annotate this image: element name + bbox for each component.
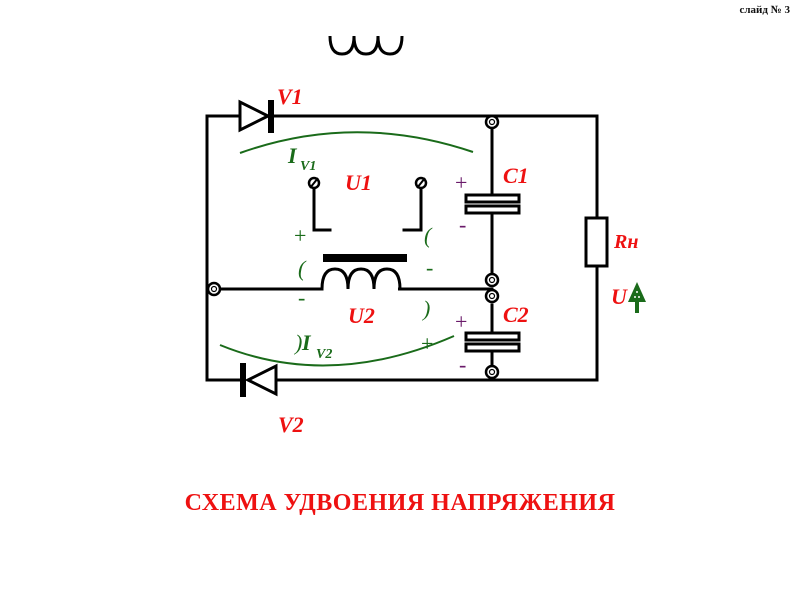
label-load: Rн [613, 231, 638, 253]
label-u1: U1 [345, 170, 372, 195]
wire-primary-right [402, 186, 423, 232]
transformer [320, 35, 404, 291]
diode-v2 [240, 363, 278, 397]
label-c1: C1 [503, 163, 529, 188]
label-u2: U2 [348, 303, 375, 328]
label-v2: V2 [278, 412, 304, 437]
terminal-icons [206, 114, 500, 380]
label-v1: V1 [277, 84, 303, 109]
c1-plus: + [455, 170, 467, 195]
slide-number: слайд № 3 [739, 4, 790, 16]
polarity-secondary-right-paren: ) [421, 296, 430, 321]
up-arrow-icon [628, 282, 646, 313]
label-current-v2: I [301, 330, 312, 355]
transformer-core [323, 254, 407, 262]
diode-v1 [238, 99, 274, 133]
polarity-iv2-plus: + [421, 331, 433, 356]
wires [205, 114, 599, 382]
secondary-winding [320, 267, 402, 290]
polarity-secondary-left-sign: - [298, 285, 305, 310]
polarity-secondary-right-sign: - [426, 255, 433, 280]
label-load-voltage: U [611, 284, 628, 309]
primary-terminal-left [307, 176, 321, 190]
primary-terminal-right [414, 176, 428, 190]
diagram-title: СХЕМА УДВОЕНИЯ НАПРЯЖЕНИЯ [184, 490, 616, 516]
label-c2: C2 [503, 302, 529, 327]
polarity-primary-left: + [294, 223, 306, 248]
label-current-v2-sub: V2 [316, 347, 332, 362]
label-current-v1-sub: V1 [300, 159, 316, 174]
c1-minus: - [459, 212, 466, 237]
wire-primary-left [312, 186, 332, 232]
polarity-secondary-left-paren: ( [298, 256, 307, 281]
current-arc-v1 [239, 131, 474, 154]
capacitor-c1 [464, 193, 521, 215]
current-arc-v2 [219, 335, 455, 367]
capacitor-c2 [464, 331, 521, 353]
primary-winding [328, 35, 404, 56]
load-resistor [584, 216, 609, 268]
polarity-primary-right-paren: ( [424, 223, 433, 248]
c2-minus: - [459, 352, 466, 377]
label-current-v1: I [287, 143, 298, 168]
c2-plus: + [455, 309, 467, 334]
polarity-iv2-paren: ) [293, 330, 302, 355]
